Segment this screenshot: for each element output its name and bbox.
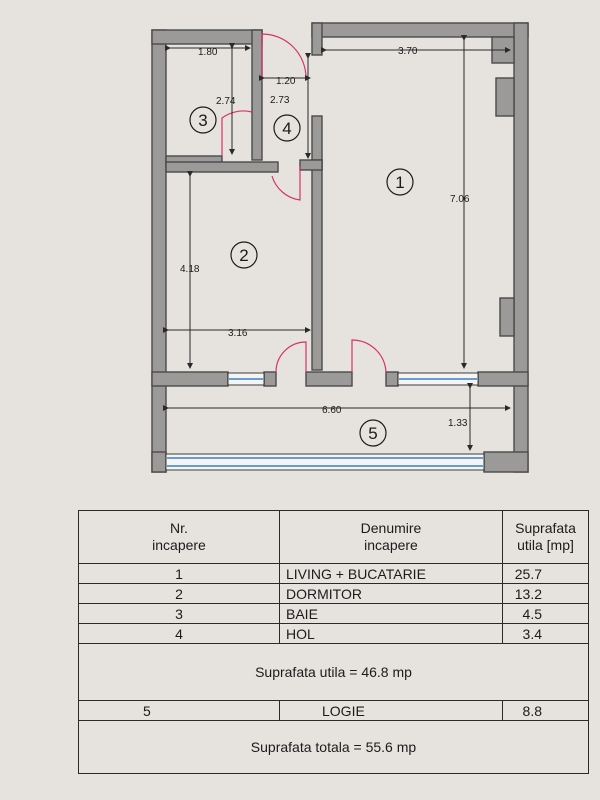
row-number: 2	[78, 583, 280, 604]
front-wall-mid-b	[305, 371, 353, 387]
row-area: 4.5	[502, 603, 589, 624]
grand-total-row: Suprafata totala = 55.6 mp	[78, 720, 589, 774]
living-front-door	[351, 339, 387, 373]
front-wall-right-b	[477, 371, 529, 387]
loggia-row: 5 LOGIE 8.8	[78, 700, 589, 721]
row-name: LIVING + BUCATARIE	[279, 563, 503, 584]
living-top-wall	[311, 22, 529, 38]
row-area: 25.7	[502, 563, 589, 584]
grand-total: Suprafata totala = 55.6 mp	[78, 720, 589, 774]
front-wall-mid-a	[263, 371, 277, 387]
room-marker-4: 4	[282, 119, 291, 138]
loggia-right-stub	[483, 451, 529, 473]
dim-bath-height: 2.74	[216, 96, 236, 107]
row-area: 13.2	[502, 583, 589, 604]
dim-bedroom-width: 3.16	[228, 328, 248, 339]
outer-wall-left	[151, 29, 167, 473]
header-area: Suprafata utila [mp]	[502, 510, 589, 564]
right-column-bottom	[499, 297, 515, 337]
useful-area-total: Suprafata utila = 46.8 mp	[78, 643, 589, 701]
dim-living-height: 7.06	[450, 194, 470, 205]
table-row: 2 DORMITOR 13.2	[78, 583, 589, 604]
table-row: 4 HOL 3.4	[78, 623, 589, 644]
outer-wall-right	[513, 22, 529, 473]
bedroom-living-wall	[311, 159, 323, 371]
doors	[221, 33, 387, 373]
room-marker-circle	[386, 168, 414, 196]
dim-hall-height: 2.73	[270, 95, 290, 106]
loggia-left-stub	[151, 451, 167, 473]
front-wall-left	[151, 371, 229, 387]
row-area: 8.8	[502, 700, 589, 721]
dim-bedroom-height: 4.18	[180, 264, 200, 275]
row-name: BAIE	[279, 603, 503, 624]
hall-living-wall	[311, 22, 323, 56]
hall-bottom-stub	[299, 159, 323, 171]
row-name: HOL	[279, 623, 503, 644]
dim-bath-width: 1.80	[198, 47, 218, 58]
table-row: 1 LIVING + BUCATARIE 25.7	[78, 563, 589, 584]
dimension-lines	[163, 35, 511, 451]
bath-top-wall	[151, 29, 263, 45]
dim-living-width: 3.70	[398, 46, 418, 57]
dim-loggia-width: 6.60	[322, 405, 342, 416]
row-number: 4	[78, 623, 280, 644]
room-marker-3: 3	[198, 111, 207, 130]
dim-hall-width: 1.20	[276, 76, 296, 87]
bath-door	[221, 110, 253, 156]
room-marker-2: 2	[239, 246, 248, 265]
row-number: 1	[78, 563, 280, 584]
loggia-window	[165, 453, 485, 471]
row-name: LOGIE	[279, 700, 503, 721]
room-marker-circle	[273, 114, 301, 142]
bedroom-top-wall	[165, 161, 279, 173]
row-number: 5	[78, 700, 280, 721]
table-row: 3 BAIE 4.5	[78, 603, 589, 624]
room-marker-circle	[359, 419, 387, 447]
walls	[151, 22, 529, 473]
row-area: 3.4	[502, 623, 589, 644]
front-wall-right-a	[385, 371, 399, 387]
bedroom-door	[271, 166, 301, 201]
dimension-labels: 1.80 2.74 1.20 2.73 3.70 7.06 4.18 3.16 …	[180, 46, 470, 429]
room-markers: 1 2 3 4 5	[189, 106, 414, 447]
room-marker-circle	[189, 106, 217, 134]
header-name: Denumire incapere	[279, 510, 503, 564]
right-column-mid	[495, 77, 515, 117]
room-marker-5: 5	[368, 424, 377, 443]
windows	[165, 372, 485, 471]
dim-loggia-depth: 1.33	[448, 418, 468, 429]
bedroom-front-door	[275, 341, 307, 373]
row-name: DORMITOR	[279, 583, 503, 604]
header-number: Nr. incapere	[78, 510, 280, 564]
room-marker-circle	[230, 241, 258, 269]
bath-hall-wall	[251, 29, 263, 161]
room-marker-1: 1	[395, 173, 404, 192]
room-area-table: Nr. incapere Denumire incapere Suprafata…	[78, 510, 589, 774]
table-header-row: Nr. incapere Denumire incapere Suprafata…	[78, 510, 589, 564]
floor-plan: 1.80 2.74 1.20 2.73 3.70 7.06 4.18 3.16 …	[151, 22, 529, 473]
row-number: 3	[78, 603, 280, 624]
useful-area-total-row: Suprafata utila = 46.8 mp	[78, 643, 589, 701]
entrance-door	[261, 33, 307, 79]
